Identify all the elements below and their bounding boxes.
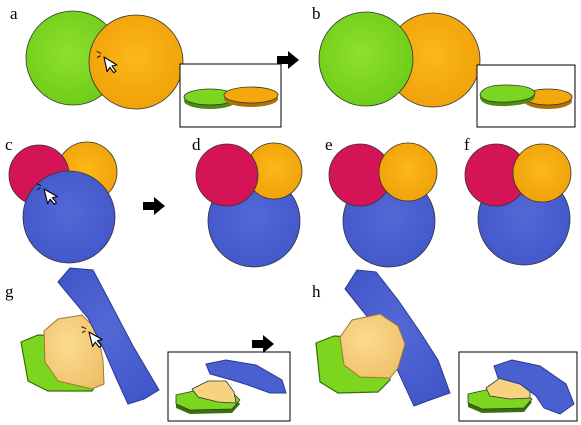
panel-b-inset [476,64,576,128]
green-slab [479,84,536,103]
orange-disk [88,14,184,110]
orange-disk [512,143,572,203]
blue-bar [493,359,575,415]
green-disk [318,11,414,107]
panel-b-shapes [318,11,481,108]
tan-slab [191,380,237,404]
panel-g-inset [167,351,291,422]
panel-label-f: f [464,135,470,154]
panel-h-shapes [315,269,451,407]
panel-label-g: g [5,282,14,301]
crimson-disk [195,143,259,207]
blue-bar [205,359,287,394]
panel-f-shapes [464,143,572,266]
orange-disk [378,142,438,202]
panel-e-shapes [328,142,438,268]
panel-a-shapes [25,10,184,110]
blue-bar [57,267,160,405]
blue-disk [22,170,116,264]
orange-slab [223,86,279,104]
panel-label-b: b [312,4,321,23]
panel-label-c: c [5,135,13,154]
right-arrow-icon [252,335,274,353]
panel-label-d: d [192,135,201,154]
panel-d-shapes [195,142,303,268]
panel-label-a: a [10,4,18,23]
tan-slab [339,313,406,379]
panel-label-h: h [312,282,321,301]
panel-c-shapes [8,141,118,264]
right-arrow-icon [143,197,165,215]
panel-label-e: e [325,135,333,154]
panel-a-inset [179,63,282,128]
panel-h-inset [458,351,578,422]
